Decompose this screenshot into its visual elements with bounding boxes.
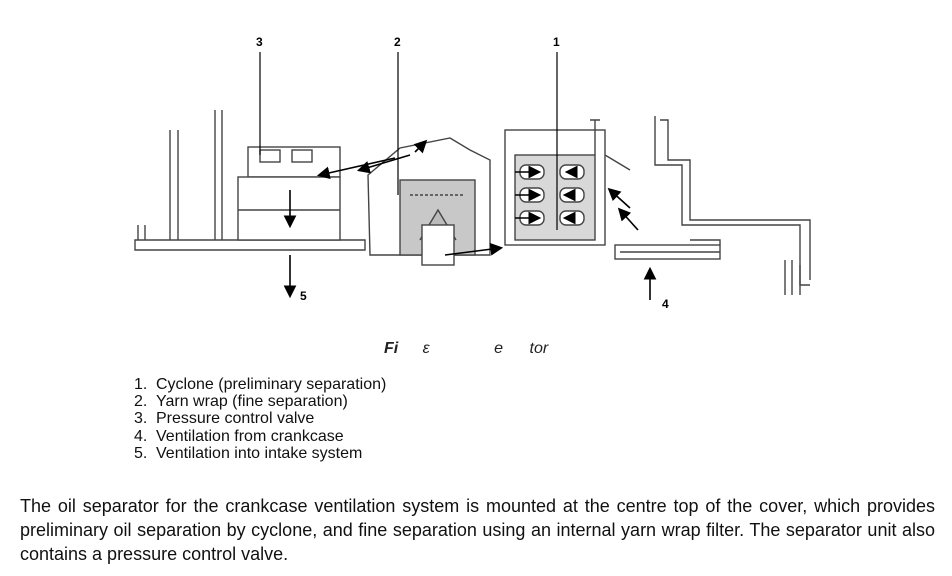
legend-item-text: Pressure control valve [156, 410, 315, 428]
legend-item-text: Yarn wrap (fine separation) [156, 393, 348, 411]
inlet-channel [590, 119, 631, 171]
legend-item-number: 3. [134, 410, 148, 428]
callout-2: 2 [394, 35, 401, 49]
legend-item: 4. Ventilation from crankcase [134, 428, 386, 445]
caption-part-1: Fi [384, 340, 399, 357]
caption-part-3: e [494, 340, 504, 357]
legend-item-number: 2. [134, 393, 148, 411]
caption-part-2: ɛ [422, 340, 430, 357]
callout-1: 1 [553, 35, 560, 49]
left-wall-2 [214, 110, 223, 240]
legend-item-text: Ventilation from crankcase [156, 427, 344, 445]
legend-item: 5. Ventilation into intake system [134, 445, 386, 462]
caption-part-4: tor [529, 340, 549, 357]
legend-item: 2. Yarn wrap (fine separation) [134, 393, 386, 410]
callout-3: 3 [256, 35, 263, 49]
figure-legend: 1. Cyclone (preliminary separation) 2. Yar… [134, 376, 386, 462]
legend-item: 1. Cyclone (preliminary separation) [134, 376, 386, 393]
legend-item-number: 5. [134, 444, 148, 462]
callout-4: 4 [662, 297, 669, 311]
housing-base [134, 239, 366, 251]
legend-item: 3. Pressure control valve [134, 410, 386, 427]
oil-separator-diagram: 3 2 1 4 5 [134, 35, 811, 311]
legend-item-number: 4. [134, 427, 148, 445]
callout-5: 5 [300, 289, 307, 303]
figure-caption: Fi ɛ e tor [384, 340, 548, 358]
legend-item-text: Ventilation into intake system [156, 444, 363, 462]
legend-item-text: Cyclone (preliminary separation) [156, 376, 387, 393]
legend-item-number: 1. [134, 376, 148, 393]
body-paragraph: The oil separator for the crankcase vent… [20, 496, 935, 564]
